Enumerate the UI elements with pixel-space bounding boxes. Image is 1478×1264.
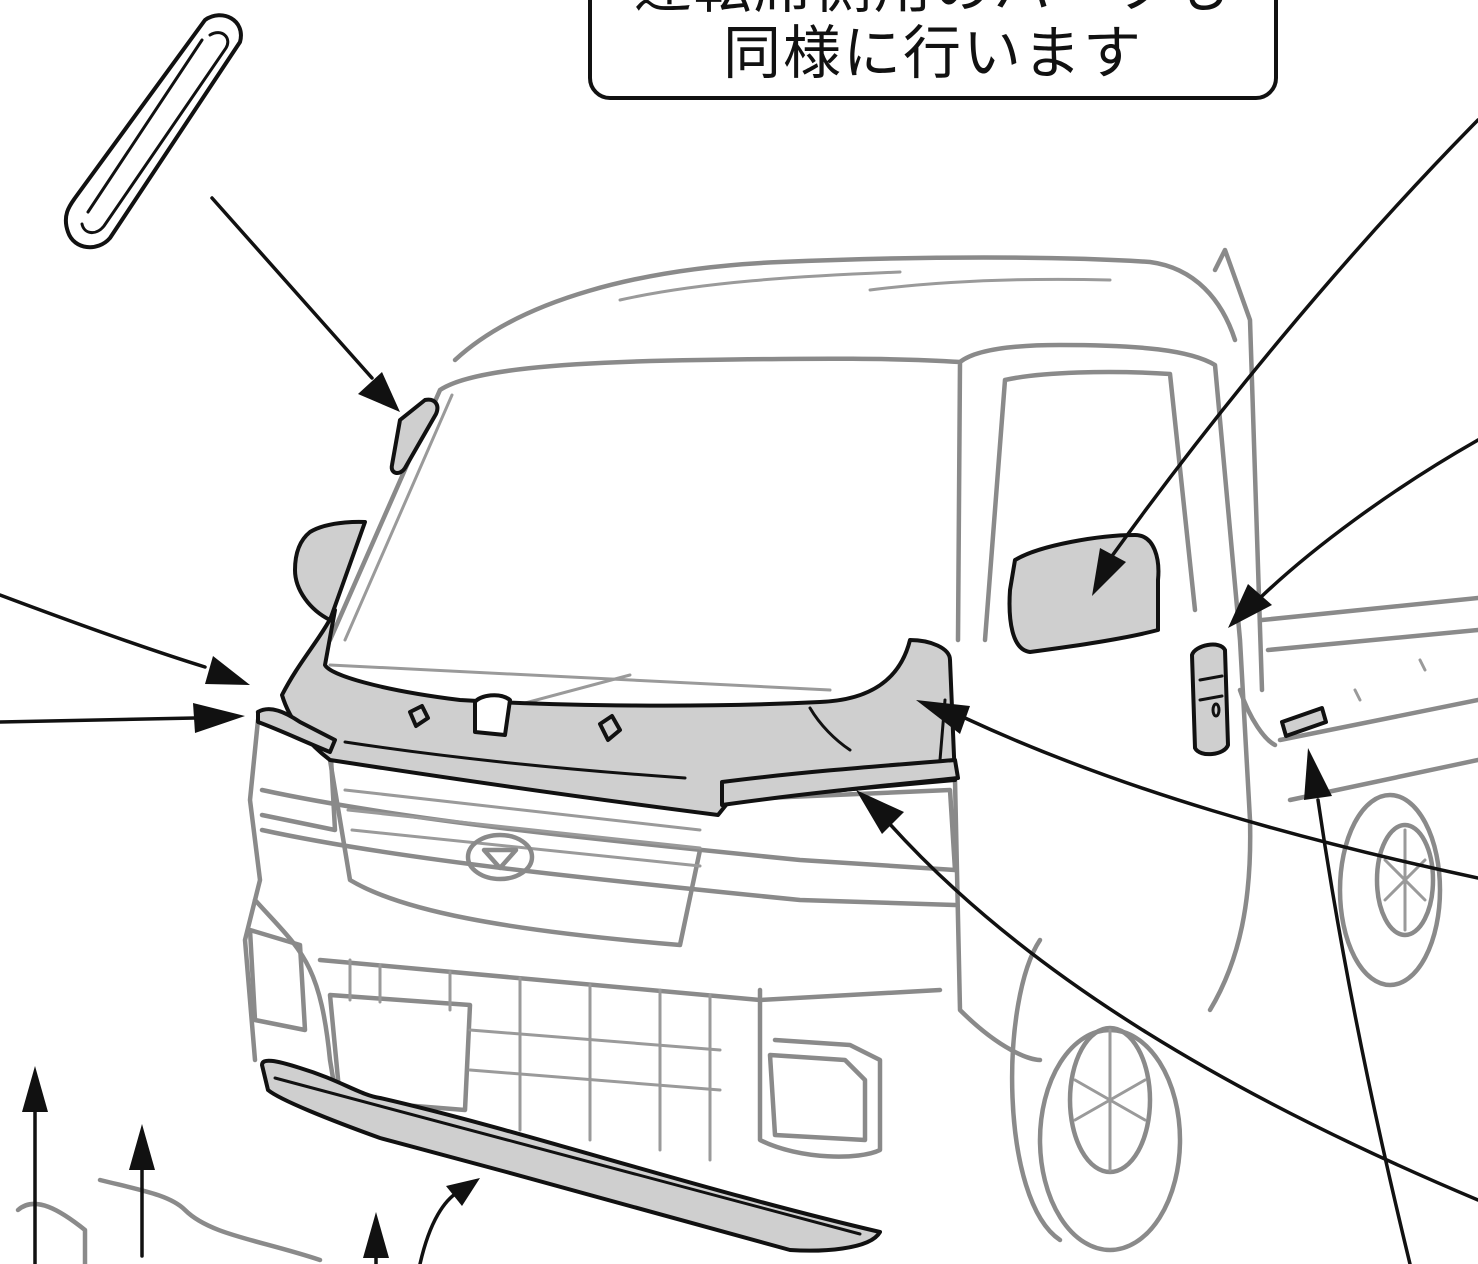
arrowhead-left-lower [193, 703, 245, 733]
arrowhead-up-3 [363, 1212, 389, 1258]
leader-mirror [1110, 118, 1478, 558]
front-lip-spoiler-part [260, 1058, 882, 1253]
arrowhead-up-1 [22, 1066, 48, 1112]
arrowhead-pillar-garnish [358, 372, 400, 412]
note-line-1: 運転席側用のパーツも [592, 0, 1274, 20]
leader-pillar-garnish [210, 196, 374, 380]
cowl-top-cover-part [280, 608, 957, 817]
leader-lip-spoiler [418, 1190, 460, 1264]
leader-arrows [0, 118, 1478, 1264]
leader-left-lower [0, 716, 197, 724]
arrowhead-door-handle [1228, 584, 1272, 628]
bed-side-marker-part [1280, 706, 1328, 738]
leader-cowl-corner [963, 716, 1478, 880]
left-headlight-garnish-part [256, 707, 337, 754]
door-handle-cover-part [1190, 642, 1230, 757]
leader-headlight-garnish [886, 820, 1478, 1202]
leader-door-handle [1258, 438, 1478, 600]
arrowhead-bed-marker [1304, 748, 1332, 800]
headlight-garnish-part [720, 758, 960, 807]
pillar-garnish-loose-part [63, 13, 243, 249]
side-mirror-cover-part [1007, 533, 1161, 654]
arrowhead-lip-spoiler [446, 1178, 480, 1206]
leader-bed-marker [1316, 798, 1412, 1264]
instruction-note-box: 運転席側用のパーツも 同様に行います [588, 0, 1278, 100]
arrowhead-left-upper [205, 656, 250, 685]
arrowhead-headlight-garnish [856, 790, 904, 834]
arrowhead-cowl-corner [916, 700, 970, 734]
arrowhead-up-2 [129, 1124, 155, 1170]
left-mirror-part [293, 519, 367, 622]
pillar-garnish-part [389, 397, 440, 475]
leader-left-upper [0, 593, 207, 669]
arrowhead-mirror [1092, 548, 1126, 596]
note-line-2: 同様に行います [722, 19, 1143, 87]
